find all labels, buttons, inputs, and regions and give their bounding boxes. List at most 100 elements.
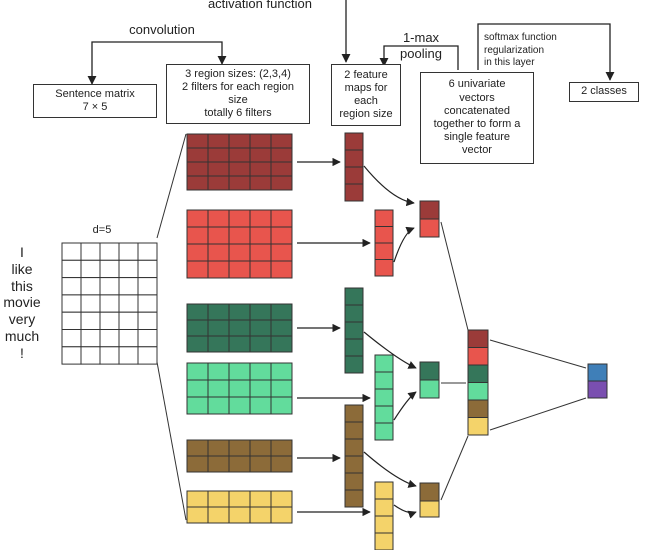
sentence-matrix-cells-cell <box>118 311 139 331</box>
filter-red-cell <box>270 260 293 279</box>
concat-cell-1 <box>467 347 489 366</box>
pooled-dark-green-cell <box>419 361 440 381</box>
sentence-matrix-dims: 7 × 5 <box>82 101 108 113</box>
featuremap-yellow-cell <box>374 532 394 550</box>
concat-cell-5-cell <box>467 417 489 436</box>
concatenated-feature-vector <box>467 329 489 436</box>
pooled-light-green <box>419 379 440 399</box>
filter-brown-cell <box>270 439 293 457</box>
featuremap-dark-red-cell <box>344 132 364 151</box>
feature-maps-line-3: each <box>354 95 378 107</box>
softmax-output <box>587 363 608 399</box>
pooled-yellow <box>419 500 440 518</box>
sentence-matrix-cells-cell <box>118 329 139 348</box>
softmax-class-1 <box>587 363 608 382</box>
sentence-matrix-cells-cell <box>118 259 139 279</box>
sentence-matrix-title: Sentence matrix <box>55 87 135 100</box>
softmax-line-3: in this layer <box>484 57 535 68</box>
filter-dark-green-cell <box>228 303 251 321</box>
filter-dark-red-cell <box>228 175 251 191</box>
word-6: ! <box>20 344 24 361</box>
filter-red-cell <box>207 226 230 245</box>
pooled-dark-red <box>419 200 440 220</box>
filter-yellow-cell <box>249 490 272 508</box>
filter-red-cell <box>249 226 272 245</box>
featuremap-dark-red-cell <box>344 149 364 168</box>
activation-function-label: activation function <box>207 0 313 11</box>
filter-dark-red-cell <box>270 133 293 149</box>
filter-light-green-cell <box>186 362 209 381</box>
concat-cell-5 <box>467 417 489 436</box>
pooled-yellow-cell <box>419 500 440 518</box>
filter-red-cell <box>207 209 230 228</box>
sentence-matrix-cells-cell <box>61 259 82 279</box>
filter-dark-red-cell <box>228 147 251 163</box>
filter-red-cell <box>249 260 272 279</box>
featuremap-light-green-cell <box>374 405 394 424</box>
sentence-matrix-cells-cell <box>137 277 158 296</box>
sentence-matrix-cells-cell <box>118 294 139 313</box>
softmax-class-2-cell <box>587 380 608 399</box>
featuremap-brown-cell <box>344 421 364 440</box>
filter-red-cell <box>228 243 251 262</box>
filter-red-cell <box>186 243 209 262</box>
filter-red-cell <box>249 209 272 228</box>
filter-yellow-cell <box>186 490 209 508</box>
filter-dark-red-cell <box>207 161 230 177</box>
pooled-red <box>419 218 440 238</box>
filter-dark-green-cell <box>249 335 272 353</box>
sentence-matrix-cells-cell <box>137 329 158 348</box>
featuremap-light-green-cell <box>374 354 394 373</box>
two-classes-text: 2 classes <box>581 85 627 98</box>
filter-red-cell <box>186 226 209 245</box>
filter-dark-red-cell <box>186 175 209 191</box>
featuremap-brown <box>344 404 364 508</box>
word-5: much <box>4 327 40 344</box>
filter-red-cell <box>186 209 209 228</box>
featuremap-dark-green-cell <box>344 287 364 306</box>
pool-to-concat-lines <box>440 221 469 501</box>
filter-dark-red-cell <box>249 161 272 177</box>
filter-dark-red-cell <box>249 133 272 149</box>
filter-yellow-cell <box>228 490 251 508</box>
featuremap-light-green-cell <box>374 422 394 441</box>
concat-to-softmax-lines <box>489 339 587 431</box>
featuremap-to-pool-arrows <box>363 165 417 519</box>
filter-light-green <box>186 362 293 415</box>
featuremap-red-cell <box>374 209 394 227</box>
filter-light-green-cell <box>228 396 251 415</box>
filter-dark-red-cell <box>186 161 209 177</box>
filter-dark-red-cell <box>207 147 230 163</box>
featuremap-light-green-cell <box>374 371 394 390</box>
filter-brown-cell <box>249 439 272 457</box>
filter-dark-red-cell <box>270 147 293 163</box>
filter-yellow <box>186 490 293 524</box>
filter-dark-red-cell <box>207 133 230 149</box>
filter-dark-green-cell <box>228 335 251 353</box>
pooled-brown-cell <box>419 482 440 502</box>
filter-red-cell <box>228 260 251 279</box>
filter-dark-red-cell <box>270 175 293 191</box>
filter-brown-cell <box>186 439 209 457</box>
filter-dark-green-cell <box>207 335 230 353</box>
filter-dark-green-cell <box>207 319 230 337</box>
featuremap-brown-cell <box>344 455 364 474</box>
concat-cell-3 <box>467 382 489 401</box>
filter-dark-green-cell <box>249 319 272 337</box>
sentence-matrix-cells-cell <box>118 277 139 296</box>
concat-cell-2 <box>467 364 489 383</box>
filter-dark-green-cell <box>228 319 251 337</box>
concat-cell-2-cell <box>467 364 489 383</box>
univariate-line-3: concatenated <box>443 104 511 117</box>
featuremap-yellow <box>374 481 394 550</box>
sentence-matrix-cells-cell <box>80 311 101 331</box>
featuremap-yellow-cell <box>374 515 394 534</box>
concat-cell-4-cell <box>467 399 489 418</box>
filter-light-green-cell <box>249 362 272 381</box>
featuremap-dark-red-cell <box>344 166 364 185</box>
filter-brown-cell <box>207 455 230 473</box>
filter-brown <box>186 439 293 473</box>
filter-dark-green-cell <box>270 303 293 321</box>
sentence-matrix-cells-cell <box>80 242 101 261</box>
filter-yellow-cell <box>186 506 209 524</box>
